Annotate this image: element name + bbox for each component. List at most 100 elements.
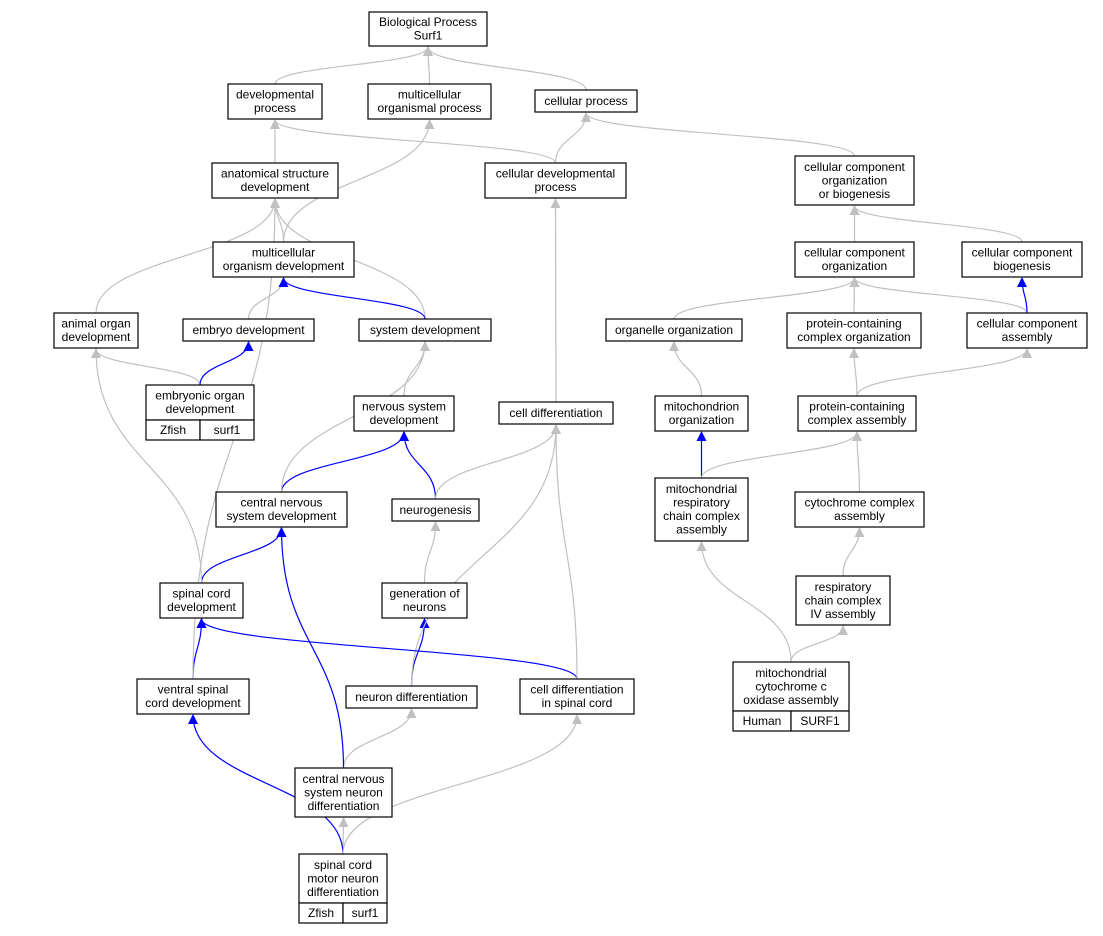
edge-sys-dev-to-multi-org-dev bbox=[278, 277, 426, 320]
edge-spinal-dev-to-cns-dev bbox=[200, 527, 287, 584]
node-neuron-diff[interactable]: neuron differentiation bbox=[345, 685, 478, 709]
edge-organelle-org-to-cc-org bbox=[673, 277, 860, 320]
node-label-line: protein-containing bbox=[806, 317, 901, 331]
node-organelle-org[interactable]: organelle organization bbox=[605, 318, 743, 342]
node-box bbox=[53, 312, 139, 349]
node-label-line: spinal cord bbox=[172, 587, 230, 601]
node-cell-proc[interactable]: cellular process bbox=[534, 89, 638, 113]
edge-multi-proc-to-bp bbox=[423, 46, 434, 85]
node-label-line: Biological Process bbox=[379, 15, 477, 29]
node-sys-dev[interactable]: system development bbox=[358, 318, 492, 342]
node-box bbox=[484, 162, 627, 199]
edge-neurogenesis-to-cell-diff bbox=[434, 424, 561, 500]
node-box bbox=[519, 678, 635, 715]
node-label-line: organelle organization bbox=[615, 323, 733, 337]
node-box bbox=[794, 491, 925, 528]
node-label-line: differentiation bbox=[307, 885, 379, 899]
node-label-line: spinal cord bbox=[314, 858, 372, 872]
edge-cns-neuron-diff-to-neuron-diff bbox=[342, 708, 417, 769]
gene-tag bbox=[790, 710, 850, 732]
node-box bbox=[367, 83, 492, 120]
node-box bbox=[534, 89, 638, 113]
node-label-line: development bbox=[241, 180, 310, 194]
node-box bbox=[212, 241, 355, 278]
node-label-line: organization bbox=[669, 413, 734, 427]
edge-neurogenesis-to-ns-dev bbox=[399, 431, 437, 500]
node-box bbox=[358, 318, 492, 342]
node-box bbox=[795, 575, 891, 626]
node-label-line: central nervous bbox=[240, 496, 322, 510]
node-cell-diff[interactable]: cell differentiation bbox=[498, 401, 614, 425]
node-box bbox=[797, 395, 917, 432]
node-label-line: development bbox=[166, 402, 235, 416]
node-box bbox=[794, 241, 915, 278]
edge-neuron-diff-to-cell-diff bbox=[410, 424, 561, 687]
edge-mrcca-to-pc-assembly bbox=[700, 431, 862, 479]
edge-mito-org-to-organelle-org bbox=[669, 341, 703, 397]
node-label-line: organization bbox=[822, 259, 887, 273]
node-label-line: central nervous bbox=[302, 772, 384, 786]
edge-mito-cyto-to-mrcca bbox=[696, 541, 792, 663]
node-label-line: biogenesis bbox=[993, 259, 1050, 273]
node-label-line: generation of bbox=[389, 587, 460, 601]
node-label-line: neurons bbox=[403, 600, 446, 614]
node-neurogenesis[interactable]: neurogenesis bbox=[391, 498, 480, 522]
edge-emb-organ-to-animal-organ bbox=[91, 348, 201, 386]
species-label: Zfish bbox=[160, 423, 186, 437]
node-box bbox=[961, 241, 1083, 278]
node-box bbox=[966, 312, 1088, 349]
node-label-line: cellular component bbox=[804, 160, 905, 174]
edge-cell-diff-spinal-to-cell-diff bbox=[551, 424, 578, 680]
gene-tag bbox=[342, 902, 388, 924]
node-label-line: cord development bbox=[145, 696, 241, 710]
node-label-line: complex assembly bbox=[808, 413, 907, 427]
edge-cns-neuron-diff-to-cns-dev bbox=[276, 527, 345, 769]
node-label-line: developmental bbox=[236, 88, 314, 102]
node-embryo-dev[interactable]: embryo development bbox=[182, 318, 315, 342]
node-box bbox=[294, 767, 393, 818]
node-label-line: organism development bbox=[223, 259, 345, 273]
node-box bbox=[227, 83, 323, 120]
node-box bbox=[215, 491, 348, 528]
node-box bbox=[136, 678, 250, 715]
edge-cyto-assembly-to-pc-assembly bbox=[852, 431, 863, 493]
node-label-line: cellular component bbox=[977, 317, 1078, 331]
node-label-line: cell differentiation bbox=[509, 406, 602, 420]
gene-tag bbox=[199, 419, 255, 441]
edge-spinal-dev-to-animal-organ bbox=[91, 348, 203, 584]
edge-motor-neuron-to-ventral-spinal bbox=[188, 714, 344, 855]
node-box bbox=[732, 661, 850, 712]
node-label-line: process bbox=[254, 101, 296, 115]
edge-pc-assembly-to-pc-org bbox=[849, 348, 860, 397]
edge-cc-assembly-to-cc-biog bbox=[1017, 277, 1028, 314]
node-label-line: assembly bbox=[1002, 330, 1053, 344]
